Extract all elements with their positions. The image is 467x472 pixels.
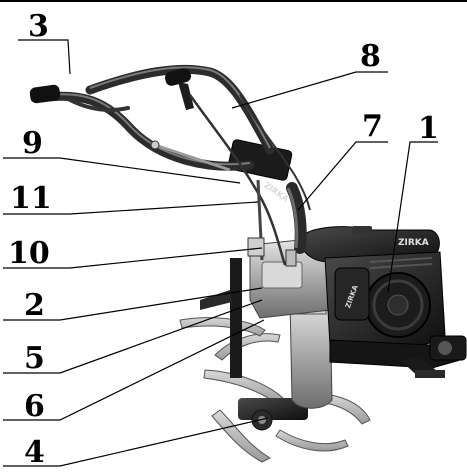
engine: ZIRKA ZIRKA bbox=[299, 226, 446, 351]
callout-11: 11 bbox=[10, 181, 52, 216]
callout-3: 3 bbox=[28, 9, 49, 44]
callout-1: 1 bbox=[418, 111, 439, 146]
callout-8: 8 bbox=[360, 39, 381, 74]
callout-5: 5 bbox=[24, 341, 45, 376]
leader-lines bbox=[3, 39, 438, 467]
handlebar bbox=[29, 64, 311, 266]
svg-text:ZIRKA: ZIRKA bbox=[262, 181, 290, 205]
callout-10: 10 bbox=[8, 236, 50, 271]
callout-2: 2 bbox=[24, 288, 45, 323]
callout-9: 9 bbox=[22, 126, 43, 161]
handle-column: ZIRKA bbox=[227, 139, 307, 254]
callout-labels: 3 8 7 1 9 11 10 2 5 6 4 bbox=[8, 9, 439, 470]
callout-7: 7 bbox=[362, 109, 383, 144]
callout-6: 6 bbox=[24, 389, 45, 424]
engine-badge: ZIRKA bbox=[398, 238, 429, 248]
gearbox bbox=[289, 299, 333, 409]
callout-4: 4 bbox=[24, 435, 45, 468]
front-stand bbox=[329, 335, 467, 378]
gear-linkage bbox=[247, 179, 297, 267]
front-shield bbox=[200, 258, 242, 378]
frame-block bbox=[249, 239, 331, 319]
